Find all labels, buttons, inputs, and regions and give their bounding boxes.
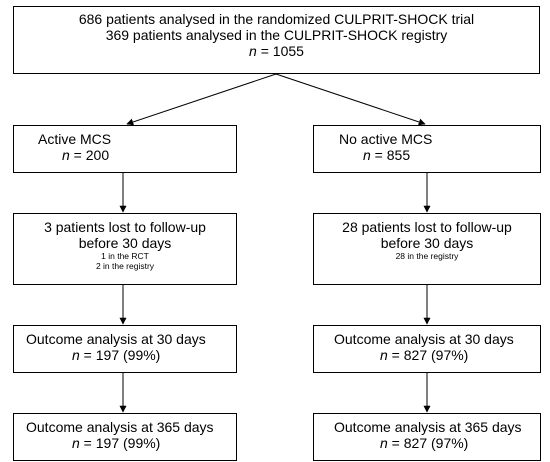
trial-count-text: 686 patients analysed in the randomized … [78,11,475,27]
no-active-mcs-n: n = 855 [363,147,411,163]
right-365day-box: Outcome analysis at 365 days n = 827 (97… [313,413,541,461]
left-30day-n: n = 197 (99%) [72,347,161,363]
left-lost-detail1: 1 in the RCT [101,251,149,261]
total-n-text: n = 1055 [249,43,304,59]
right-30day-n: n = 827 (97%) [380,347,469,363]
right-365day-n: n = 827 (97%) [380,435,469,451]
right-lost-detail1: 28 in the registry [395,251,459,261]
right-365day-title: Outcome analysis at 365 days [334,419,522,435]
arrow-top-to-left [126,73,277,126]
active-mcs-n: n = 200 [62,147,110,163]
left-lost-line2: before 30 days [78,235,172,251]
left-lost-line1: 3 patients lost to follow-up [44,219,206,235]
left-30day-box: Outcome analysis at 30 days n = 197 (99%… [13,325,237,373]
right-lost-line1: 28 patients lost to follow-up [342,219,512,235]
left-365day-title: Outcome analysis at 365 days [26,419,214,435]
active-mcs-box: Active MCS n = 200 [13,125,237,173]
left-365day-box: Outcome analysis at 365 days n = 197 (99… [13,413,237,461]
right-30day-title: Outcome analysis at 30 days [334,331,514,347]
total-population-box: 686 patients analysed in the randomized … [13,6,540,74]
registry-count-text: 369 patients analysed in the CULPRIT-SHO… [105,27,448,43]
left-365day-n: n = 197 (99%) [72,435,161,451]
right-lost-line2: before 30 days [380,235,474,251]
arrow-top-to-right [275,73,426,126]
left-lost-detail2: 2 in the registry [95,261,155,271]
no-active-mcs-title: No active MCS [339,131,433,147]
left-30day-title: Outcome analysis at 30 days [26,331,206,347]
left-lost-followup-box: 3 patients lost to follow-up before 30 d… [13,213,237,285]
right-lost-followup-box: 28 patients lost to follow-up before 30 … [313,213,541,285]
active-mcs-title: Active MCS [38,131,112,147]
right-30day-box: Outcome analysis at 30 days n = 827 (97%… [313,325,541,373]
no-active-mcs-box: No active MCS n = 855 [313,125,541,173]
